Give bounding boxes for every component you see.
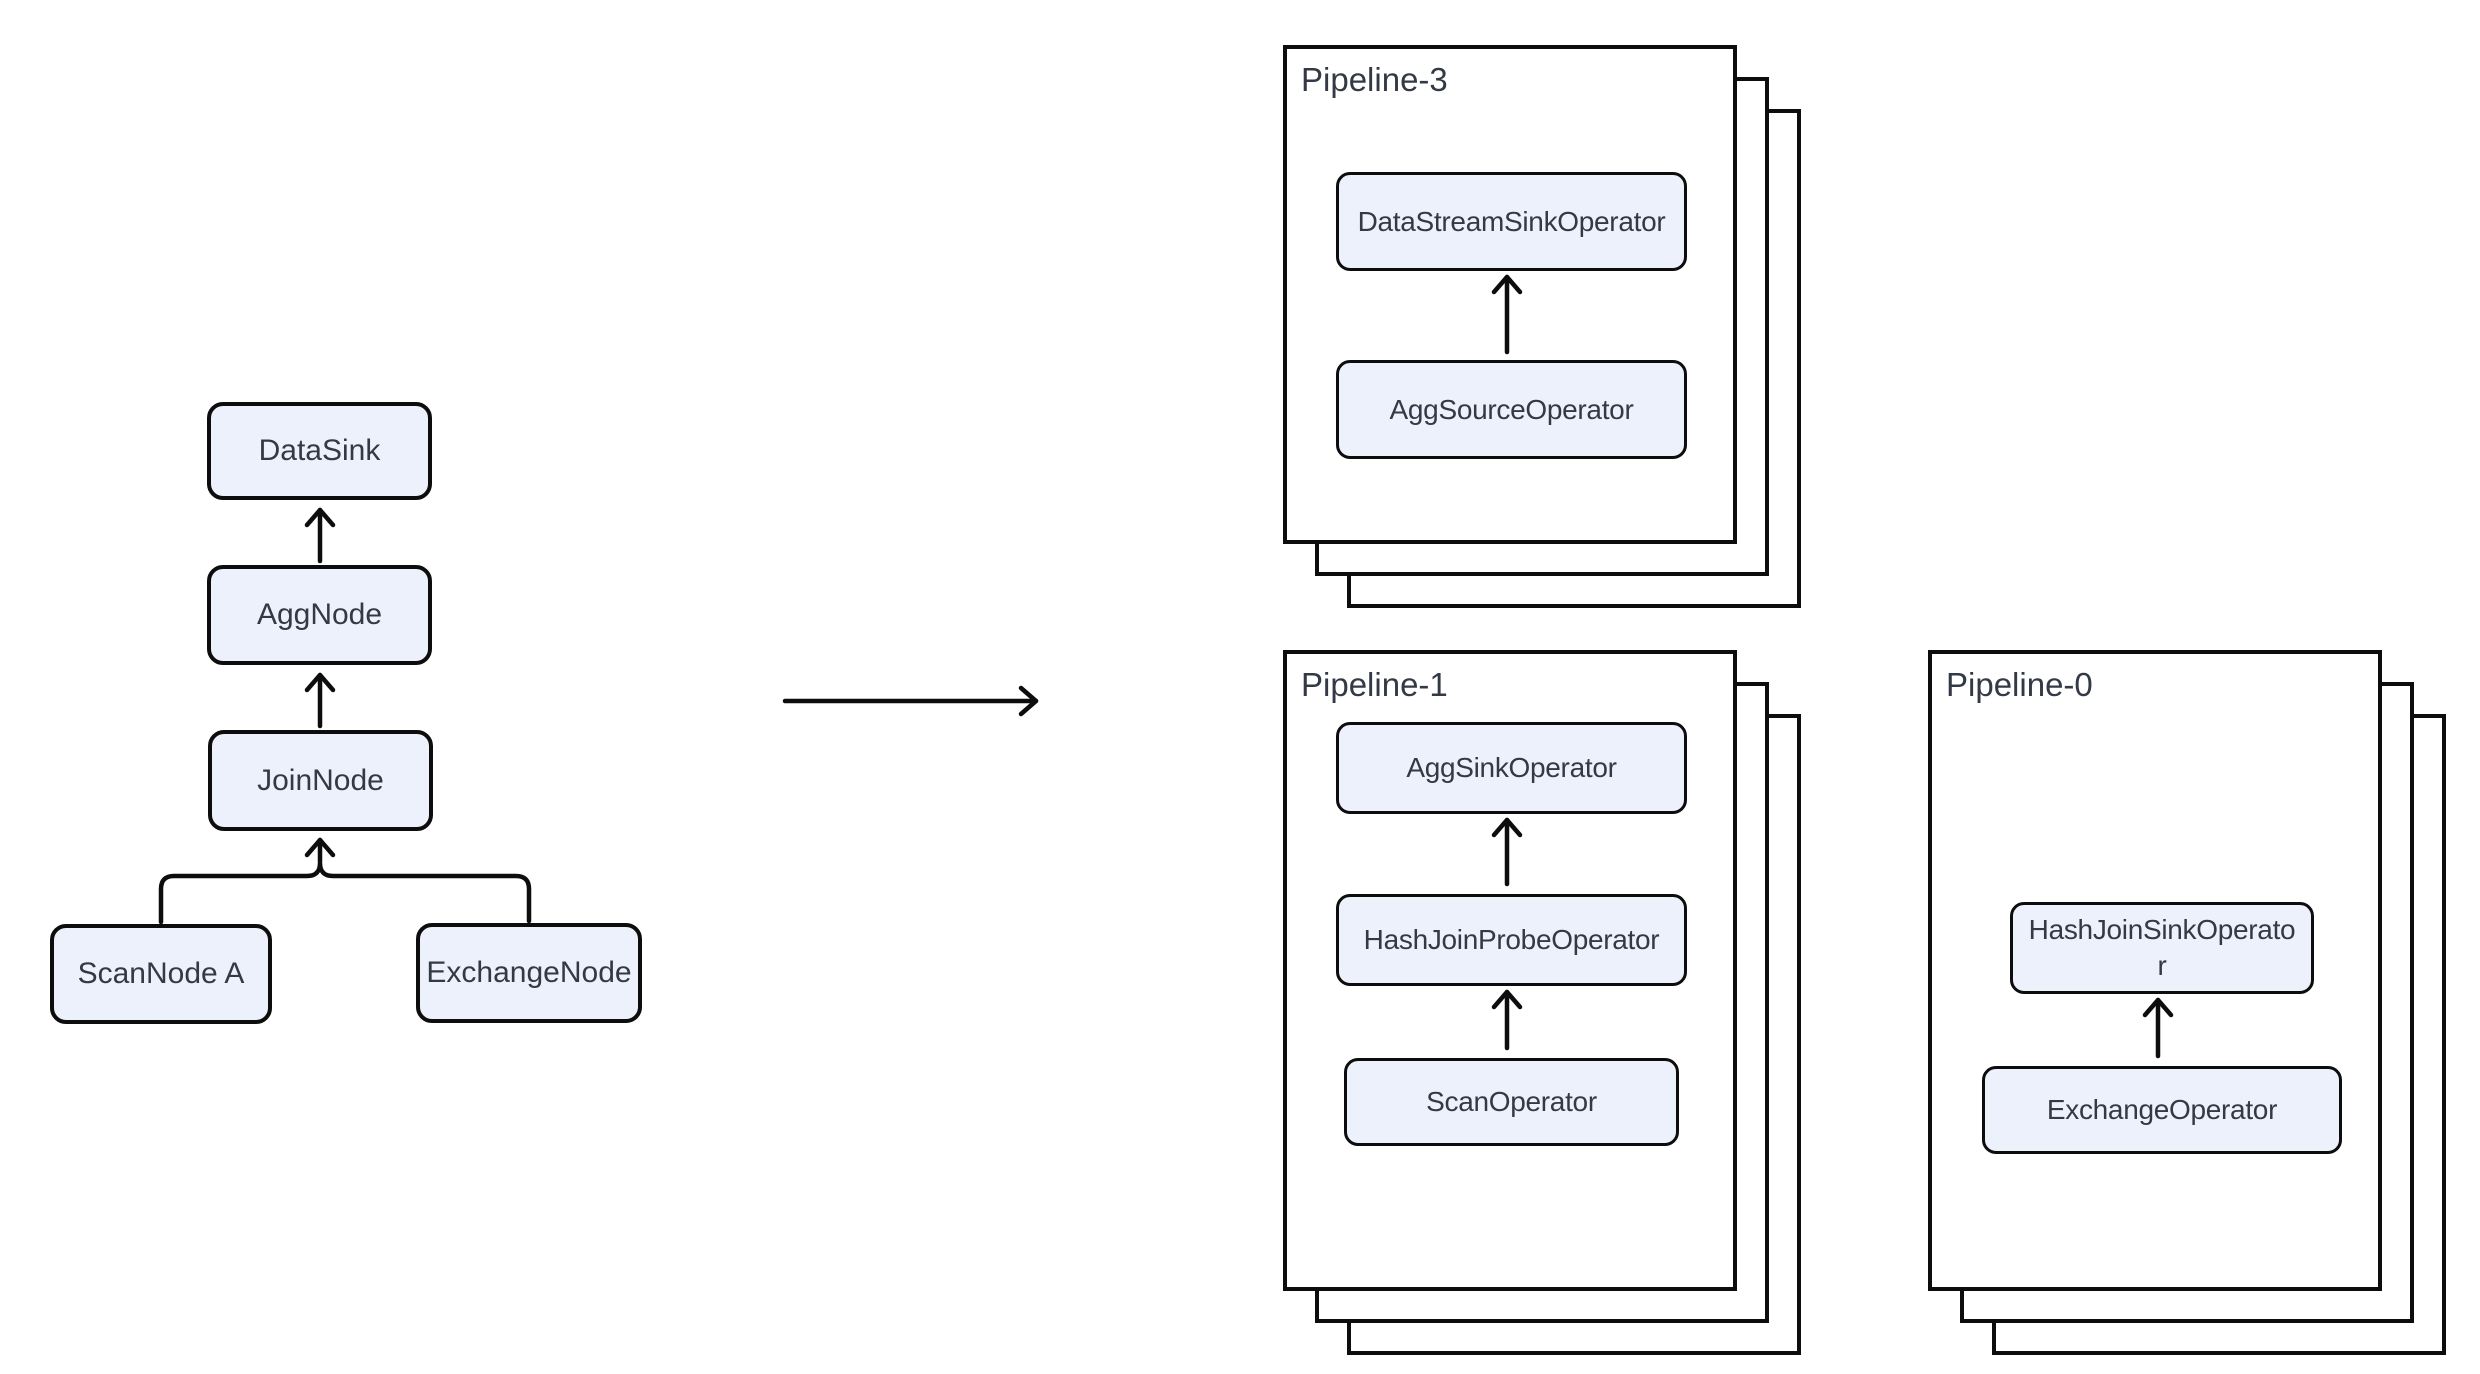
pipeline-group-3: Pipeline-3 DataStreamSinkOperator AggSou… xyxy=(1283,45,1833,665)
pipeline-0-card: Pipeline-0 HashJoinSinkOperator Exchange… xyxy=(1928,650,2382,1291)
operator-node-aggsinkoperator: AggSinkOperator xyxy=(1336,722,1687,814)
plan-node-aggnode: AggNode xyxy=(207,565,432,665)
pipeline-3-title: Pipeline-3 xyxy=(1301,61,1448,98)
pipeline-group-1: Pipeline-1 AggSinkOperator HashJoinProbe… xyxy=(1283,650,1833,1370)
pipeline-3-card: Pipeline-3 DataStreamSinkOperator AggSou… xyxy=(1283,45,1737,544)
operator-node-datastreamsinkoperator: DataStreamSinkOperator xyxy=(1336,172,1687,271)
operator-node-scanoperator: ScanOperator xyxy=(1344,1058,1679,1146)
pipeline-1-title: Pipeline-1 xyxy=(1301,666,1448,703)
plan-node-datasink: DataSink xyxy=(207,402,432,500)
operator-node-hashjoinsinkoperator: HashJoinSinkOperator xyxy=(2010,902,2314,994)
plan-node-scannode-a: ScanNode A xyxy=(50,924,272,1024)
pipeline-1-card: Pipeline-1 AggSinkOperator HashJoinProbe… xyxy=(1283,650,1737,1291)
plan-node-exchangenode: ExchangeNode xyxy=(416,923,642,1023)
operator-node-aggsourceoperator: AggSourceOperator xyxy=(1336,360,1687,459)
brace-connector xyxy=(158,862,532,925)
operator-node-exchangeoperator: ExchangeOperator xyxy=(1982,1066,2342,1154)
pipeline-group-0: Pipeline-0 HashJoinSinkOperator Exchange… xyxy=(1928,650,2478,1370)
operator-node-hashjoinprobeoperator: HashJoinProbeOperator xyxy=(1336,894,1687,986)
pipeline-0-title: Pipeline-0 xyxy=(1946,666,2093,703)
plan-node-joinnode: JoinNode xyxy=(208,730,433,831)
